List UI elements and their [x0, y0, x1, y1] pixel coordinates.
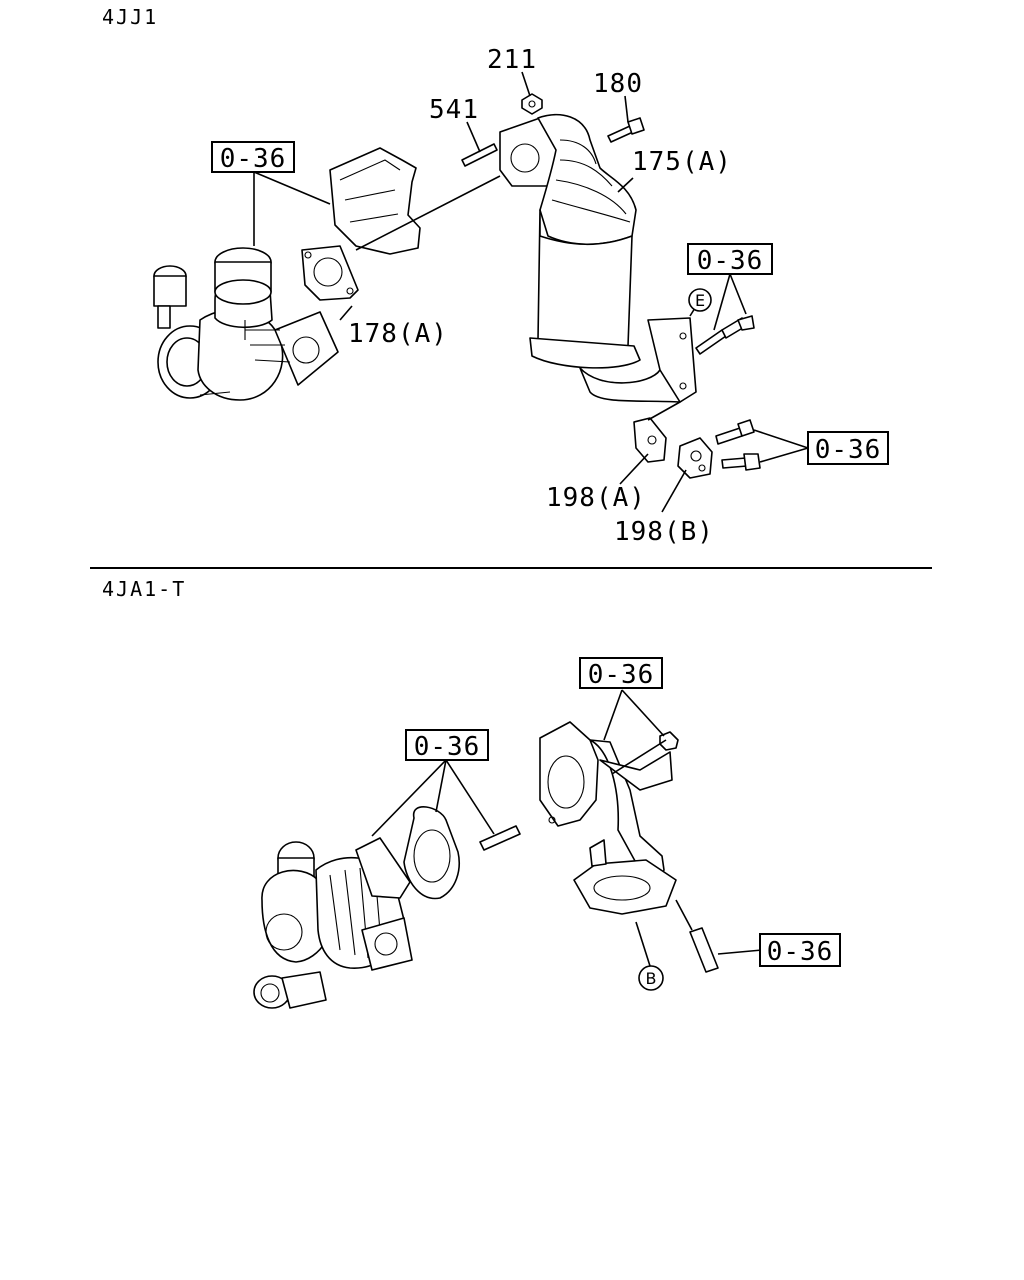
stud-bottom: [479, 825, 521, 851]
part-label-180: 180: [593, 69, 643, 99]
part-label-178a: 178(A): [348, 319, 448, 349]
callout-e-label: E: [695, 291, 705, 310]
turbocharger-bottom: [253, 837, 413, 1009]
ref-label-3: 0-36: [815, 435, 882, 465]
ref-box-4: [579, 657, 663, 689]
bracket-198b: [677, 437, 713, 479]
ref-label-5: 0-36: [414, 732, 481, 762]
heat-shield: [329, 147, 421, 255]
leader-lines-bottom: [371, 689, 763, 967]
part-label-198b: 198(B): [614, 517, 714, 547]
ref-box-3: [807, 431, 889, 465]
ref-box-6: [759, 933, 841, 967]
ref-box-5: [405, 729, 489, 761]
ref-label-2: 0-36: [697, 246, 764, 276]
part-label-541: 541: [429, 95, 479, 125]
ref-box-2: [687, 243, 773, 275]
callout-b-label: B: [646, 969, 657, 988]
catalytic-converter-175a: [499, 113, 697, 403]
section-title-4ja1t: 4JA1-T: [102, 577, 186, 601]
stud-lower: [689, 927, 719, 973]
leader-lines-top: [253, 71, 809, 513]
turbocharger-top: [153, 247, 339, 401]
bolt-180: [607, 117, 645, 143]
gasket-178a: [301, 245, 359, 301]
bolts-198b: [715, 419, 761, 471]
section-title-4jj1: 4JJ1: [102, 5, 158, 29]
callout-e: [688, 288, 712, 312]
part-label-211: 211: [487, 45, 537, 75]
gasket-bottom: [403, 806, 460, 900]
stud-541: [461, 143, 498, 167]
ref-label-6: 0-36: [767, 937, 834, 967]
part-label-175a: 175(A): [632, 147, 732, 177]
bracket-198a: [633, 417, 667, 463]
nut-211: [521, 93, 543, 115]
ref-box-1: [211, 141, 295, 173]
ref-label-1: 0-36: [220, 144, 287, 174]
ref-label-4: 0-36: [588, 660, 655, 690]
exhaust-pipe-bottom: [539, 721, 677, 915]
bolts-e: [695, 315, 755, 355]
callout-b: [638, 965, 664, 991]
part-label-198a: 198(A): [546, 483, 646, 513]
